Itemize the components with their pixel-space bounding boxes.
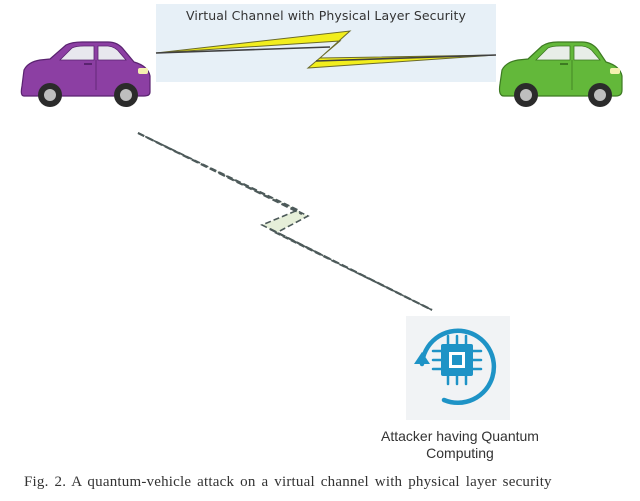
channel-band <box>156 4 496 82</box>
figure-caption: Fig. 2. A quantum-vehicle attack on a vi… <box>24 474 552 490</box>
quantum-chip-icon <box>406 316 510 420</box>
attacker-label: Attacker having Quantum Computing <box>362 428 558 462</box>
car-right-icon <box>498 41 623 107</box>
channel-label: Virtual Channel with Physical Layer Secu… <box>186 8 466 23</box>
attacker-label-line-2: Computing <box>426 445 494 461</box>
attacker-label-line-1: Attacker having Quantum <box>381 428 539 444</box>
car-left-icon <box>20 41 151 107</box>
attack-lightning-icon <box>137 132 433 311</box>
channel-lightning-icon <box>155 30 497 69</box>
